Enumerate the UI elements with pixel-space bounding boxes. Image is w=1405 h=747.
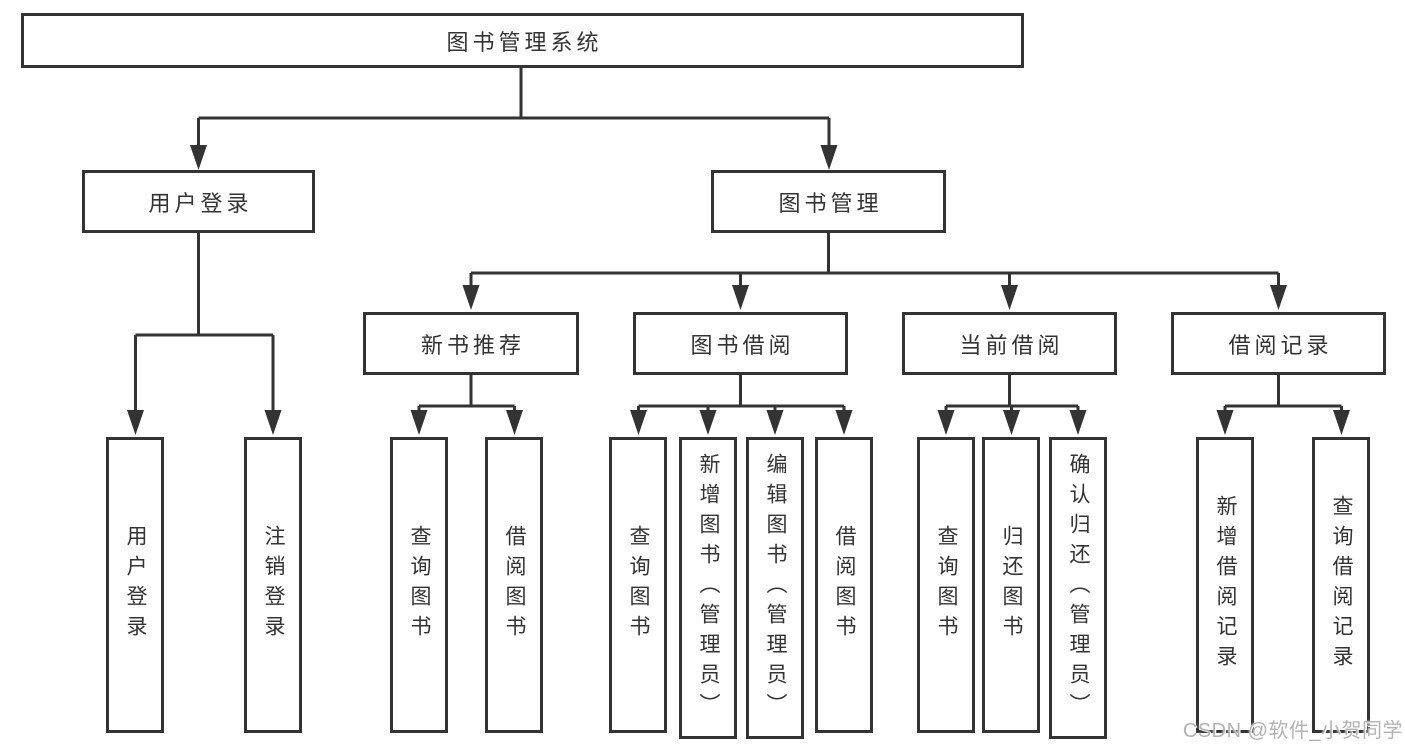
connector-login-to-leaves	[127, 233, 282, 435]
connector-records-to-leaves	[1216, 375, 1350, 435]
node-label: 新增借阅记录	[1214, 495, 1237, 675]
leaf-query-books: 查询图书	[390, 437, 448, 733]
node-label: 借阅图书	[833, 525, 856, 645]
connector-borrow-to-leaves	[630, 375, 853, 435]
connector-current-to-leaves	[937, 375, 1087, 435]
node-label: 图书管理系统	[446, 29, 603, 55]
node-borrow-records: 借阅记录	[1171, 312, 1386, 375]
node-label: 用户登录	[148, 190, 253, 216]
node-label: 图书借阅	[690, 332, 795, 358]
node-label: 确认归还（管理员）	[1067, 453, 1090, 723]
node-label: 注销登录	[262, 525, 285, 645]
leaf-query-books: 查询图书	[917, 437, 975, 733]
leaf-user-login: 用户登录	[106, 437, 164, 733]
node-label: 用户登录	[124, 525, 147, 645]
node-book-management: 图书管理	[711, 170, 946, 233]
node-book-borrow: 图书借阅	[633, 312, 848, 375]
node-label: 查询图书	[935, 525, 958, 645]
node-label: 借阅图书	[503, 525, 526, 645]
connector-management-to-level3	[462, 233, 1287, 310]
node-new-book-recommend: 新书推荐	[363, 312, 579, 375]
node-current-borrow: 当前借阅	[902, 312, 1117, 375]
node-label: 查询借阅记录	[1330, 495, 1353, 675]
leaf-borrow-books: 借阅图书	[485, 437, 543, 733]
csdn-watermark: CSDN @软件_小贺同学	[1182, 720, 1403, 742]
node-label: 查询图书	[408, 525, 431, 645]
node-label: 查询图书	[627, 525, 650, 645]
connector-root-to-level2	[190, 68, 838, 170]
node-label: 借阅记录	[1228, 332, 1333, 358]
node-user-login: 用户登录	[82, 170, 315, 233]
leaf-edit-books-admin: 编辑图书（管理员）	[746, 437, 804, 739]
leaf-borrow-books: 借阅图书	[815, 437, 873, 733]
leaf-query-borrow-record: 查询借阅记录	[1312, 437, 1370, 733]
node-library-management-system: 图书管理系统	[21, 13, 1024, 68]
node-label: 归还图书	[1000, 525, 1023, 645]
leaf-confirm-return-admin: 确认归还（管理员）	[1049, 437, 1107, 739]
leaf-add-borrow-record: 新增借阅记录	[1196, 437, 1254, 733]
connector-recommend-to-leaves	[410, 375, 523, 435]
leaf-logout: 注销登录	[244, 437, 302, 733]
node-label: 当前借阅	[959, 332, 1064, 358]
node-label: 编辑图书（管理员）	[764, 453, 787, 723]
leaf-add-books-admin: 新增图书（管理员）	[679, 437, 737, 739]
node-label: 图书管理	[778, 190, 883, 216]
leaf-query-books: 查询图书	[609, 437, 667, 733]
leaf-return-books: 归还图书	[982, 437, 1040, 733]
node-label: 新增图书（管理员）	[697, 453, 720, 723]
node-label: 新书推荐	[420, 332, 525, 358]
